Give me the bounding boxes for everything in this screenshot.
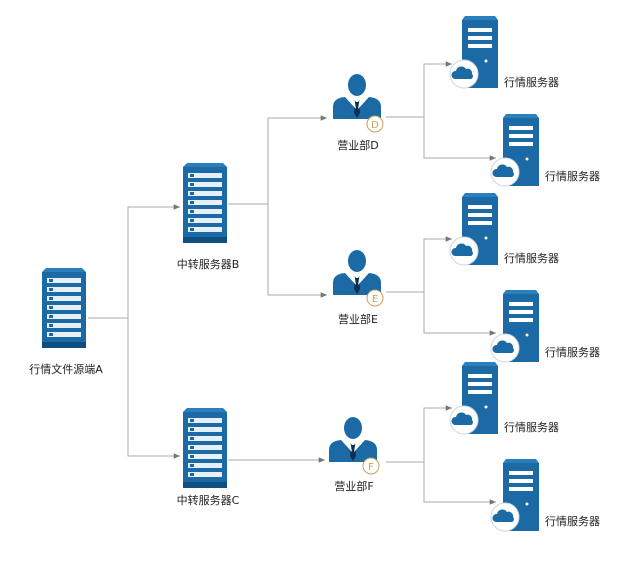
quote-server-6-label: 行情服务器	[545, 515, 600, 528]
relay-b-label: 中转服务器B	[176, 258, 240, 271]
edge-b-d	[228, 115, 327, 205]
edge-d-s2	[423, 117, 496, 161]
relay-b-server-icon	[183, 163, 227, 243]
edge-f-s5	[386, 405, 452, 463]
relay-c-server-icon	[183, 408, 227, 488]
edge-a-c	[127, 318, 180, 459]
quote-server-4-icon	[490, 289, 540, 363]
dept-d-label: 营业部D	[337, 139, 379, 152]
edge-e-s4	[423, 292, 496, 336]
edge-e-s3	[386, 236, 452, 293]
quote-server-1-label: 行情服务器	[504, 76, 559, 89]
dept-e-badge: E	[366, 289, 384, 307]
source-server-icon	[42, 268, 86, 348]
dept-f-person-icon	[329, 417, 377, 462]
quote-server-5-icon	[449, 361, 499, 435]
dept-f-badge: F	[362, 457, 380, 475]
svg-text:F: F	[368, 462, 374, 473]
relay-c-label: 中转服务器C	[176, 494, 240, 507]
quote-server-4-label: 行情服务器	[545, 346, 600, 359]
dept-d-person-icon	[333, 74, 381, 119]
connectors	[88, 61, 496, 505]
quote-server-3-icon	[449, 192, 499, 266]
edge-b-e	[267, 204, 327, 298]
edge-a-b	[88, 204, 180, 319]
edge-f-s6	[423, 462, 496, 505]
quote-server-2-icon	[490, 113, 540, 187]
dept-e-person-icon	[333, 250, 381, 295]
dept-f-label: 营业部F	[334, 480, 374, 493]
quote-server-6-icon	[490, 458, 540, 532]
edge-d-s1	[386, 61, 452, 118]
svg-text:D: D	[371, 120, 379, 131]
quote-server-2-label: 行情服务器	[545, 170, 600, 183]
source-label: 行情文件源端A	[29, 363, 103, 376]
svg-text:E: E	[372, 294, 378, 305]
quote-server-5-label: 行情服务器	[504, 421, 559, 434]
dept-e-label: 营业部E	[338, 313, 378, 326]
quote-server-1-icon	[449, 15, 499, 89]
quote-server-3-label: 行情服务器	[504, 252, 559, 265]
dept-d-badge: D	[366, 115, 384, 133]
